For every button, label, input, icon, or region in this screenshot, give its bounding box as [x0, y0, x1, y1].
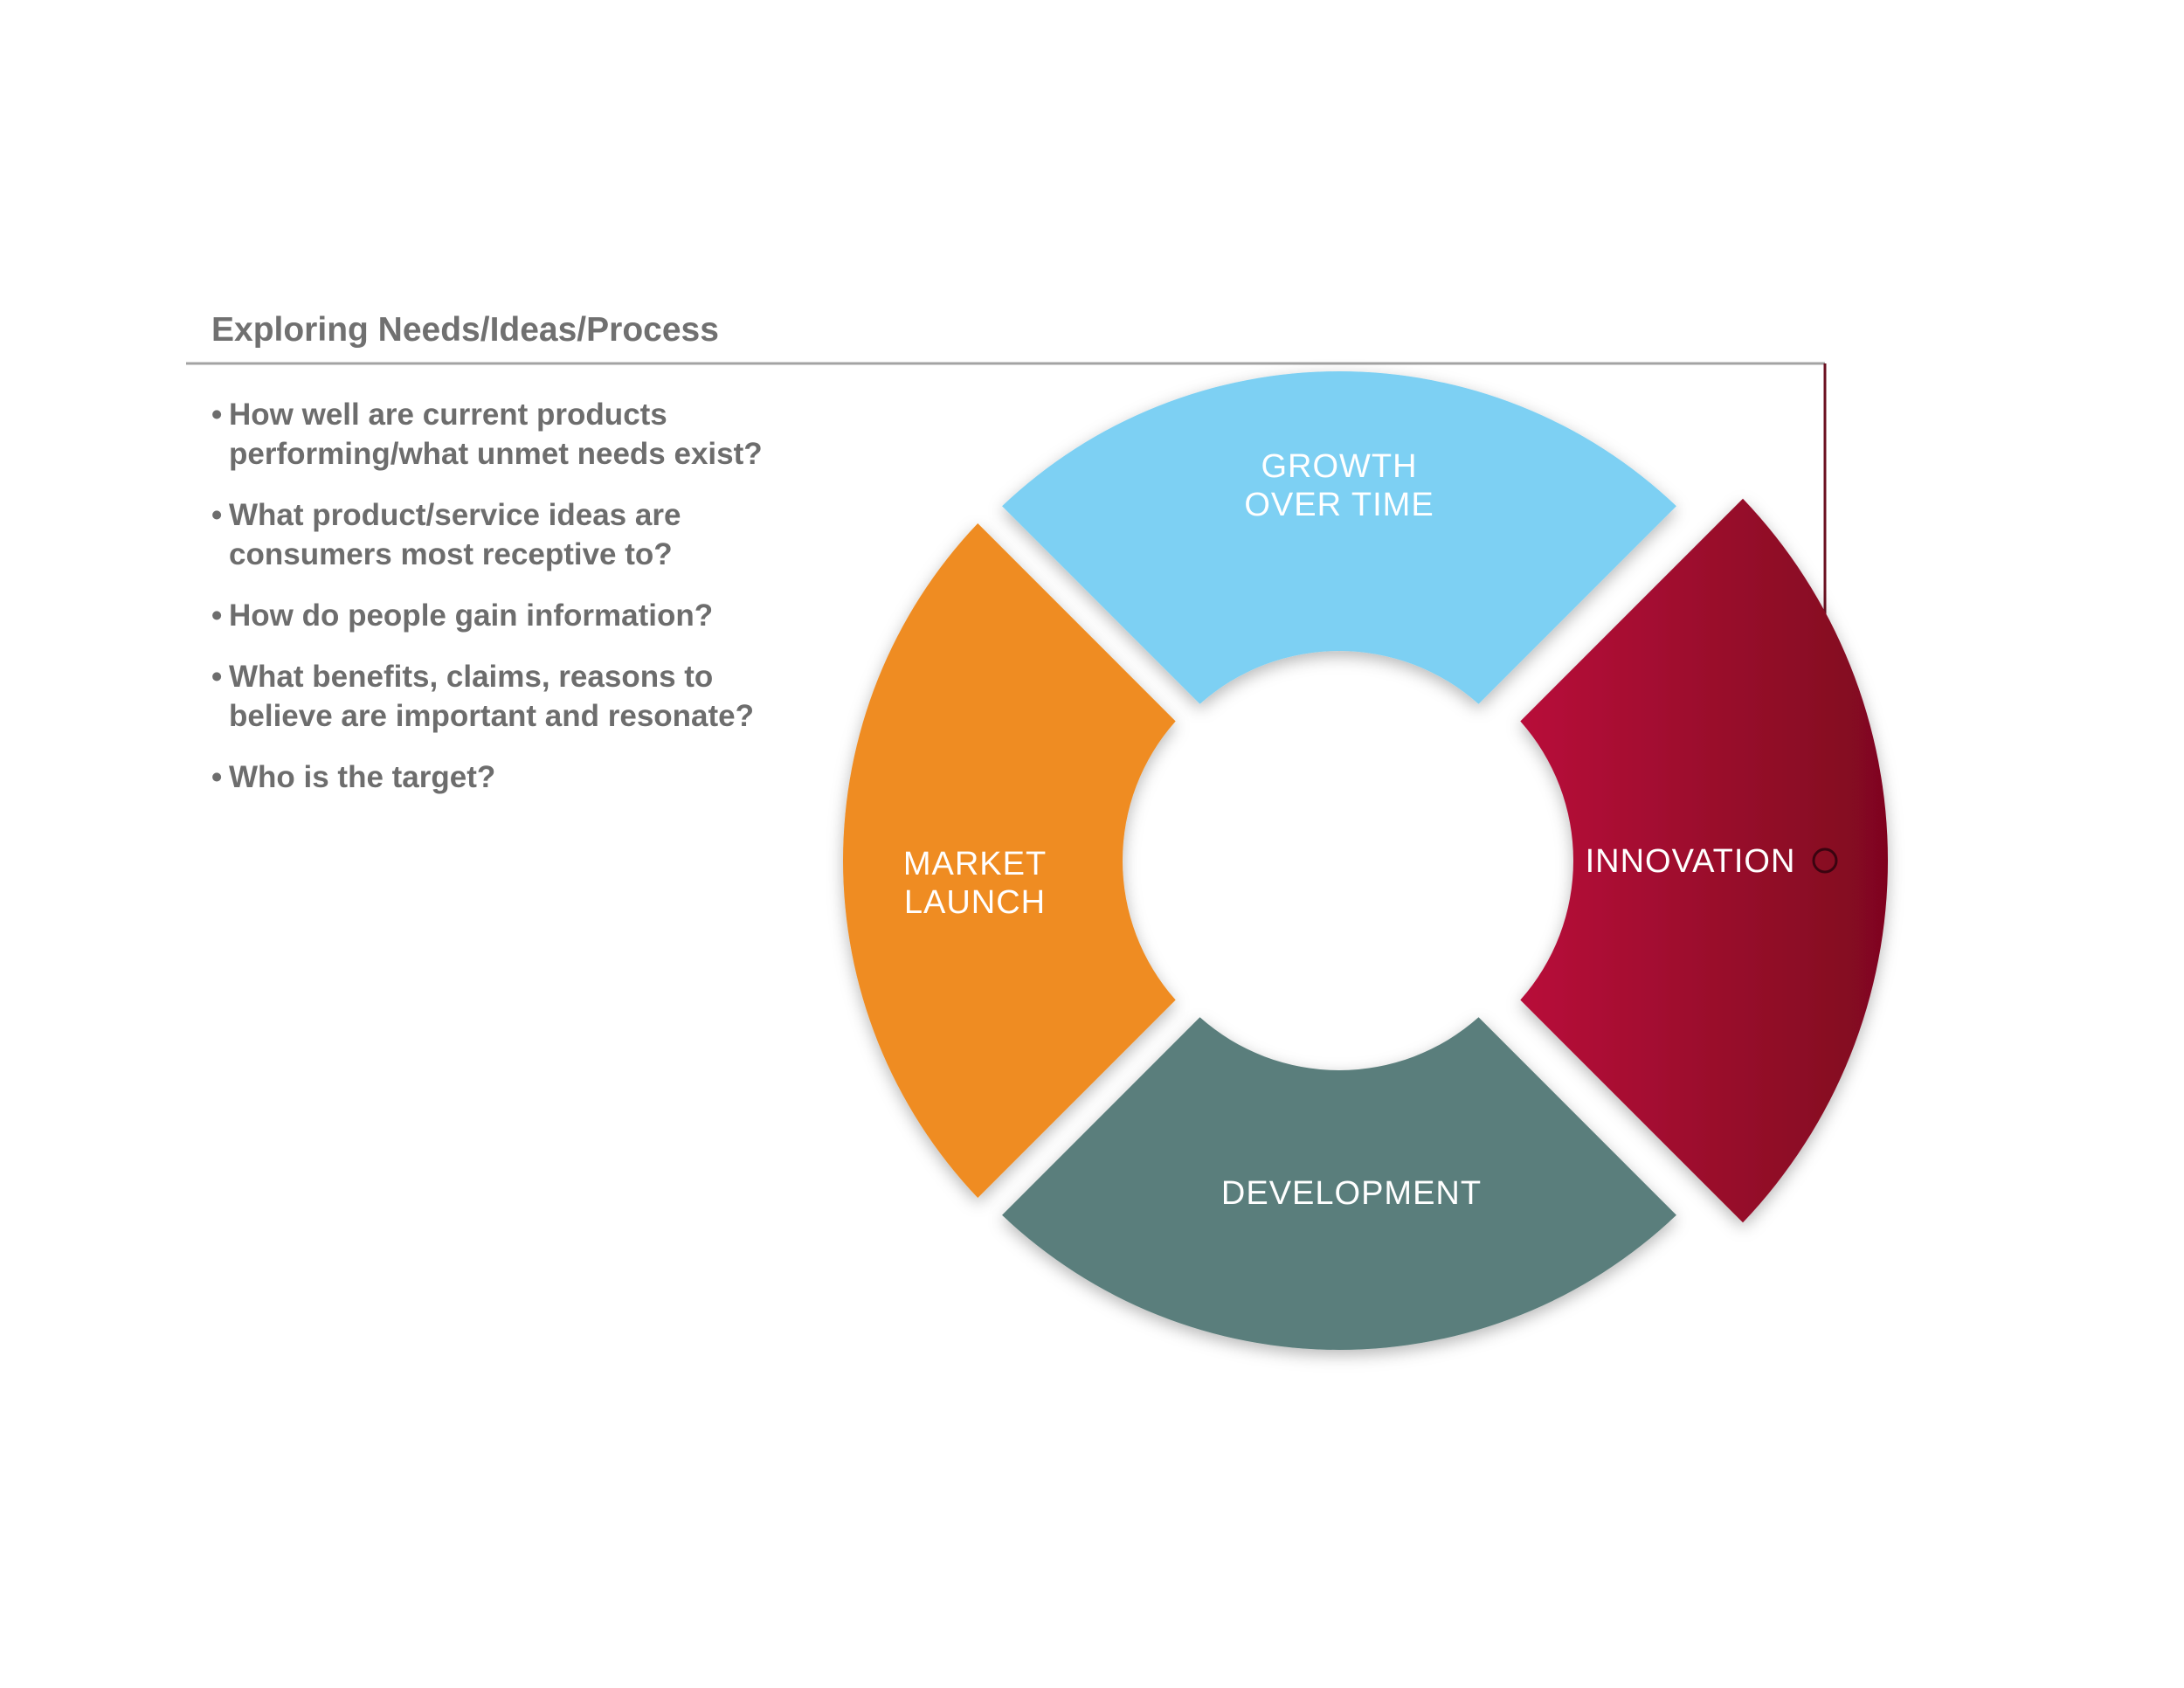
- callout-title: Exploring Needs/Ideas/Process: [211, 311, 719, 349]
- bullet-dot-icon: •: [211, 398, 223, 432]
- callout-bullet: •What benefits, claims, reasons to belie…: [211, 657, 875, 736]
- segment-growth: [1002, 370, 1676, 704]
- segment-development: [1002, 1017, 1676, 1351]
- segment-label-growth: OVER TIME: [1244, 487, 1434, 523]
- connector-end-circle-icon: [1812, 847, 1838, 874]
- callout-bullet: •How well are current products performin…: [211, 395, 875, 474]
- segment-market-launch: [842, 523, 1176, 1198]
- segments-layer: [842, 370, 1888, 1351]
- callout-bullet-list: •How well are current products performin…: [211, 395, 875, 819]
- segment-label-development: DEVELOPMENT: [1221, 1175, 1482, 1212]
- callout-bullet-text: What product/service ideas are consumers…: [229, 498, 681, 571]
- callout-bullet-text: How do people gain information?: [229, 598, 714, 633]
- segment-innovation: [1520, 498, 1888, 1223]
- segment-label-market-launch: MARKET: [903, 846, 1047, 882]
- callout-bullet: •Who is the target?: [211, 758, 875, 797]
- callout-bullet-text: How well are current products performing…: [229, 398, 763, 471]
- bullet-dot-icon: •: [211, 598, 223, 633]
- callout-bullet-text: What benefits, claims, reasons to believ…: [229, 660, 755, 733]
- segment-label-growth: GROWTH: [1261, 448, 1417, 485]
- segment-label-market-launch: LAUNCH: [904, 884, 1046, 921]
- bullet-dot-icon: •: [211, 498, 223, 532]
- bullet-dot-icon: •: [211, 760, 223, 794]
- callout-bullet-text: Who is the target?: [229, 760, 496, 794]
- segment-label-innovation: INNOVATION: [1586, 843, 1796, 880]
- bullet-dot-icon: •: [211, 660, 223, 694]
- callout-bullet: •What product/service ideas are consumer…: [211, 495, 875, 574]
- callout-bullet: •How do people gain information?: [211, 596, 875, 635]
